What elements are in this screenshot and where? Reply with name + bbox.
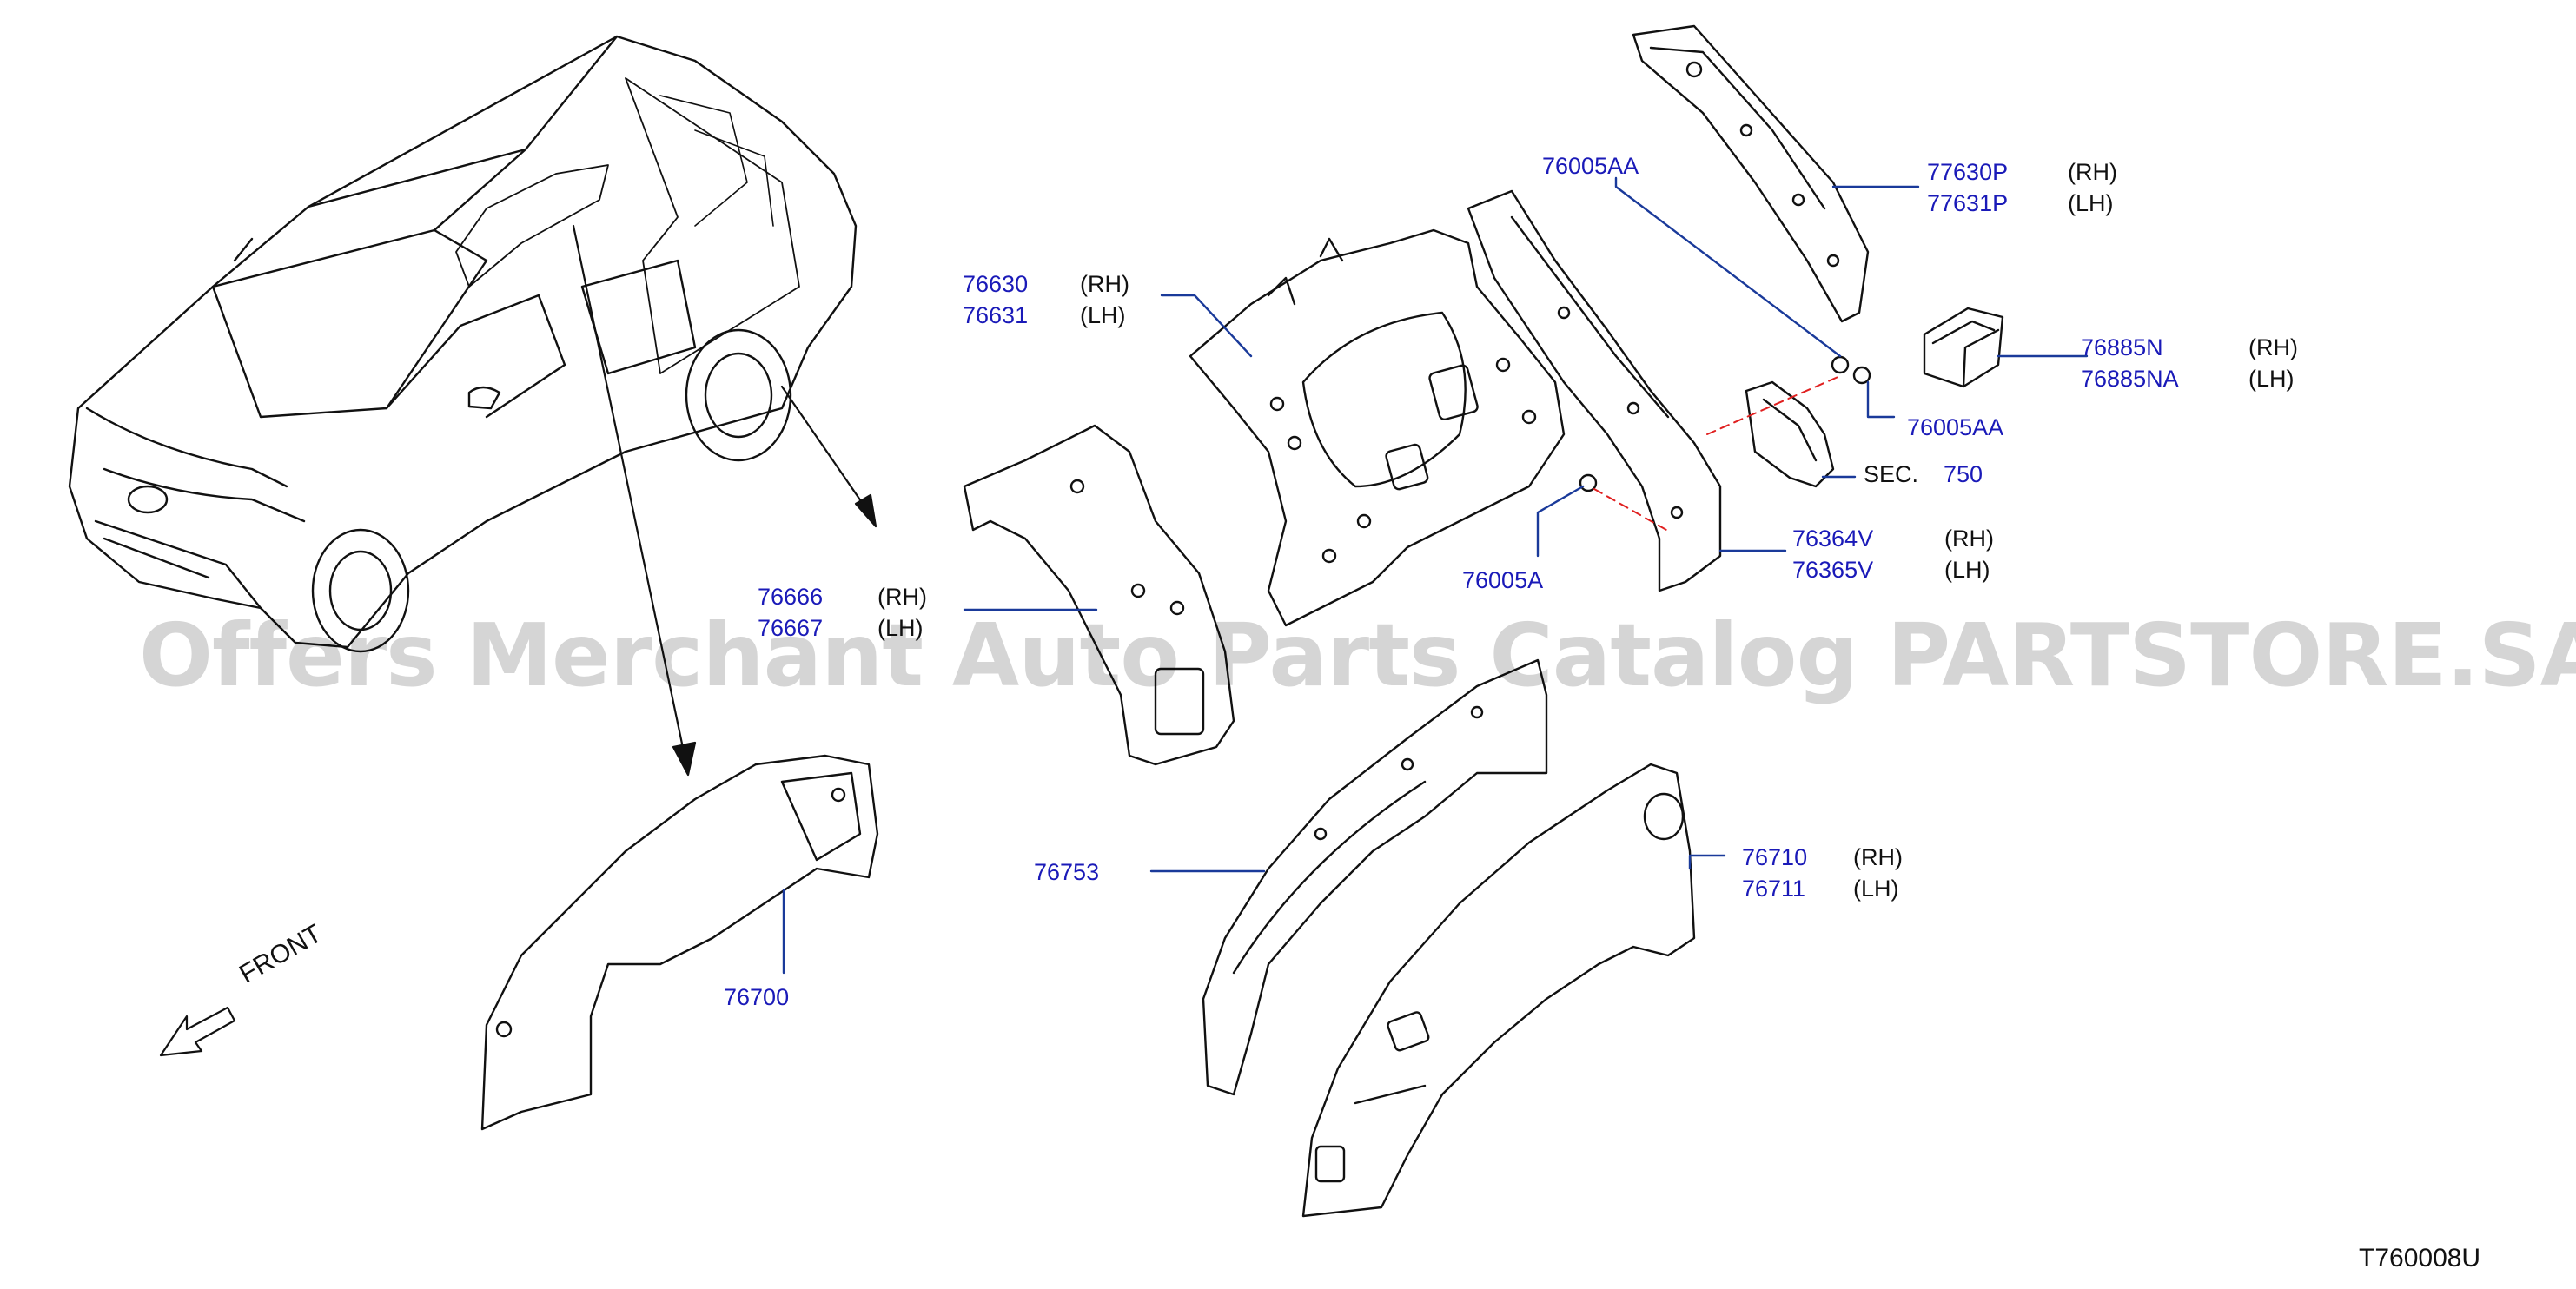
side-76667: (LH) [877, 615, 924, 641]
part-number-77630p[interactable]: 77630P [1927, 159, 2009, 185]
side-76666: (RH) [877, 584, 927, 610]
side-77631p: (LH) [2068, 190, 2114, 216]
part-76364v-drawing [1467, 189, 1722, 592]
part-76630-drawing [1189, 228, 1566, 627]
side-76631: (LH) [1080, 302, 1126, 328]
part-77630p-drawing [1632, 24, 1870, 323]
part-number-76005a[interactable]: 76005A [1462, 567, 1544, 593]
part-76753-drawing [1202, 658, 1548, 1096]
watermark-text: Offers Merchant Auto Parts Catalog PARTS… [139, 605, 2576, 706]
part-number-76005aa-mid[interactable]: 76005AA [1907, 414, 2004, 440]
part-76710-drawing [1301, 763, 1696, 1218]
part-number-76630[interactable]: 76630 [963, 271, 1029, 297]
part-number-76365v[interactable]: 76365V [1792, 557, 1874, 583]
sec750-bracket-drawing [1745, 380, 1835, 488]
part-number-76005aa-top[interactable]: 76005AA [1542, 153, 1639, 179]
front-arrow-icon [159, 1006, 236, 1057]
side-76364v: (RH) [1944, 526, 1994, 552]
part-number-76885n[interactable]: 76885N [2081, 334, 2163, 360]
part-number-76667[interactable]: 76667 [758, 615, 824, 641]
side-76885n: (RH) [2248, 334, 2298, 360]
part-number-76631[interactable]: 76631 [963, 302, 1029, 328]
part-76666-drawing [963, 424, 1235, 766]
side-77630p: (RH) [2068, 159, 2117, 185]
callout-arrows [572, 224, 877, 777]
part-number-76753[interactable]: 76753 [1034, 859, 1100, 885]
side-76365v: (LH) [1944, 557, 1990, 583]
part-number-76885na[interactable]: 76885NA [2081, 366, 2179, 392]
vehicle-illustration [68, 35, 858, 653]
section-number-750[interactable]: 750 [1944, 461, 1983, 487]
leader-lines [782, 176, 2089, 975]
part-76885n-drawing [1923, 307, 2004, 388]
bolt-icons [1579, 355, 1871, 492]
section-label: SEC. [1864, 461, 1919, 487]
part-number-76711[interactable]: 76711 [1742, 876, 1806, 902]
side-76710: (RH) [1853, 844, 1903, 870]
dashed-guide-lines [1593, 374, 1843, 531]
side-76711: (LH) [1853, 876, 1899, 902]
part-number-76666[interactable]: 76666 [758, 584, 824, 610]
diagram-code: T760008U [2359, 1244, 2481, 1272]
part-76700-drawing [480, 754, 879, 1131]
side-76630: (RH) [1080, 271, 1129, 297]
part-number-77631p[interactable]: 77631P [1927, 190, 2009, 216]
side-76885na: (LH) [2248, 366, 2295, 392]
part-number-76700[interactable]: 76700 [724, 984, 790, 1010]
part-number-76364v[interactable]: 76364V [1792, 526, 1874, 552]
part-number-76710[interactable]: 76710 [1742, 844, 1808, 870]
